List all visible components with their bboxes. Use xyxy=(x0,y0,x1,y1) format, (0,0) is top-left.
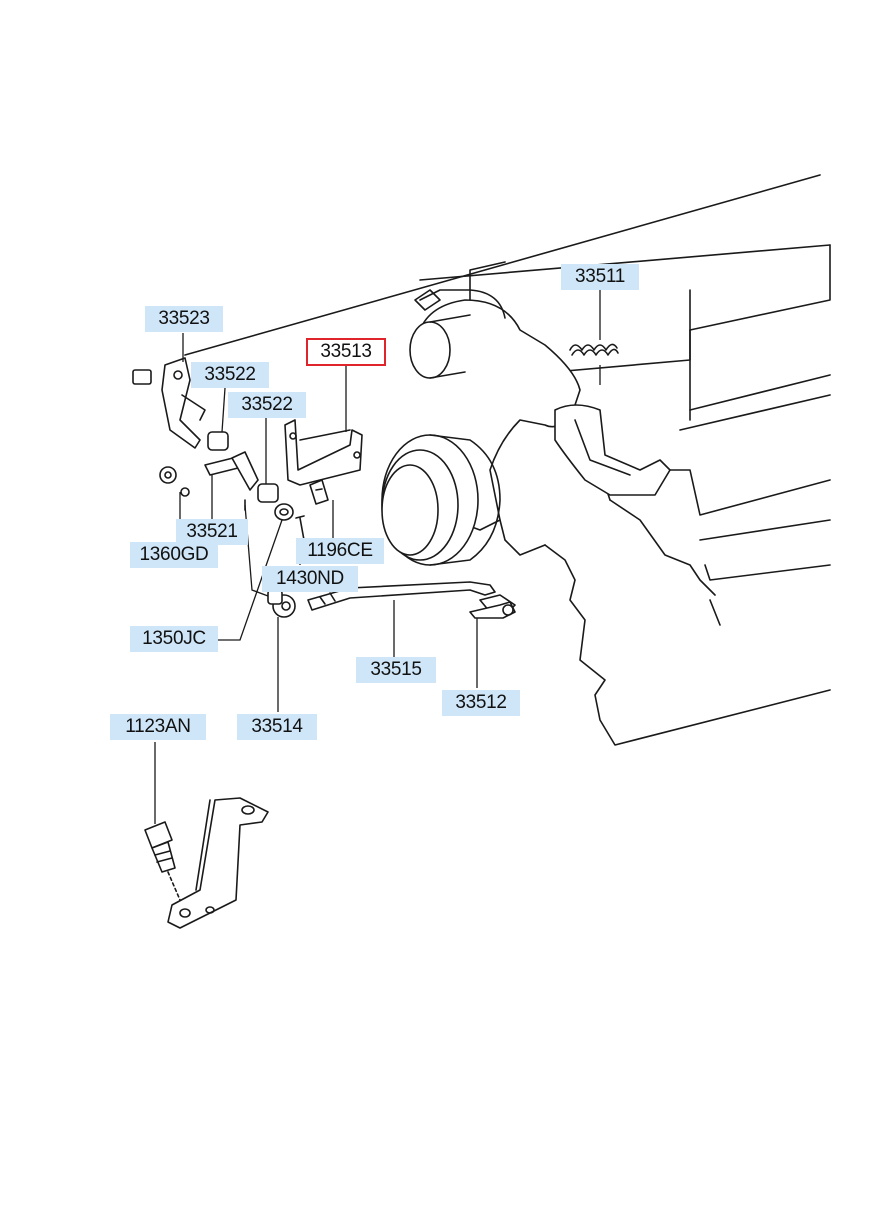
part-label-33522-upper[interactable]: 33522 xyxy=(191,362,269,388)
cotter-pin-drawing xyxy=(295,515,305,541)
engine-block-drawing xyxy=(184,174,831,746)
part-label-33521[interactable]: 33521 xyxy=(176,519,248,545)
part-label-33523[interactable]: 33523 xyxy=(145,306,223,332)
joint-33514-drawing xyxy=(267,589,296,618)
part-label-1196CE[interactable]: 1196CE xyxy=(296,538,384,564)
part-label-33513[interactable]: 33513 xyxy=(306,338,386,366)
part-label-33522-lower[interactable]: 33522 xyxy=(228,392,306,418)
part-label-33511[interactable]: 33511 xyxy=(561,264,639,290)
spring-drawing xyxy=(569,343,619,356)
part-label-1430ND[interactable]: 1430ND xyxy=(262,566,358,592)
bracket-33523-drawing xyxy=(132,357,206,449)
part-label-33514[interactable]: 33514 xyxy=(237,714,317,740)
part-label-1350JC[interactable]: 1350JC xyxy=(130,626,218,652)
part-label-33512[interactable]: 33512 xyxy=(442,690,520,716)
bracket-1123AN-drawing xyxy=(144,797,269,929)
bracket-33513-drawing xyxy=(284,419,363,505)
lever-parts-drawing xyxy=(159,431,294,521)
part-label-1360GD[interactable]: 1360GD xyxy=(130,542,218,568)
part-label-33515[interactable]: 33515 xyxy=(356,657,436,683)
part-label-1123AN[interactable]: 1123AN xyxy=(110,714,206,740)
clip-33512-drawing xyxy=(469,601,516,619)
